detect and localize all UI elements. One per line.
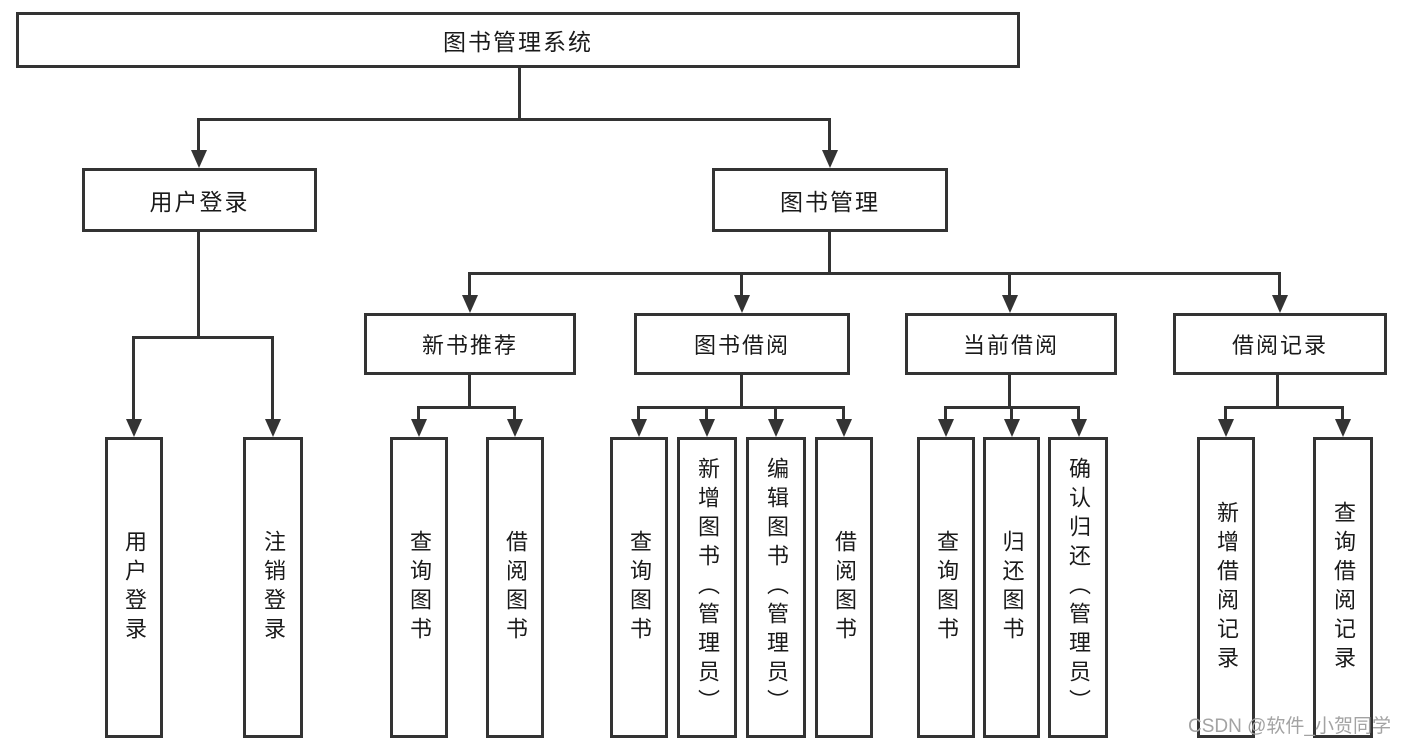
- connector-user-login-stem: [197, 232, 200, 336]
- leaf-borrow-books-recommend-label: 借阅图书: [503, 529, 528, 646]
- arrowhead-leaf-confirm-return-admin: [1071, 419, 1087, 437]
- node-new-book-recommend: 新书推荐: [364, 313, 576, 375]
- connector-borrow-records-stem: [1276, 375, 1279, 406]
- node-new-book-recommend-label: 新书推荐: [421, 333, 518, 358]
- arrowhead-leaf-logout: [265, 419, 281, 437]
- arrowhead-leaf-add-borrow-record: [1218, 419, 1234, 437]
- connector-to-new-book-recommend: [468, 272, 471, 296]
- leaf-return-books-label: 归还图书: [999, 529, 1025, 646]
- leaf-query-books-recommend-label: 查询图书: [407, 529, 432, 646]
- connector-to-leaf-borrow-books-borrowing: [842, 406, 845, 420]
- node-borrow-records: 借阅记录: [1173, 313, 1387, 375]
- connector-new-book-recommend-split: [417, 406, 516, 409]
- connector-to-leaf-query-books-current: [944, 406, 947, 420]
- leaf-confirm-return-admin: 确认归还（管理员）: [1048, 437, 1108, 738]
- connector-to-current-borrowing: [1008, 272, 1011, 296]
- connector-borrow-records-split: [1224, 406, 1344, 409]
- leaf-user-login: 用户登录: [105, 437, 163, 738]
- connector-to-leaf-user-login: [132, 336, 135, 420]
- leaf-query-books-borrowing: 查询图书: [610, 437, 668, 738]
- leaf-user-login-label: 用户登录: [122, 529, 147, 646]
- connector-to-leaf-query-borrow-record: [1341, 406, 1344, 420]
- node-library-system: 图书管理系统: [16, 12, 1020, 68]
- leaf-edit-book-admin: 编辑图书（管理员）: [746, 437, 806, 738]
- leaf-add-borrow-record-label: 新增借阅记录: [1214, 500, 1239, 675]
- connector-user-login-split: [132, 336, 274, 339]
- connector-new-book-recommend-stem: [468, 375, 471, 406]
- connector-to-leaf-add-book-admin: [705, 406, 708, 420]
- arrowhead-leaf-query-books-borrowing: [631, 419, 647, 437]
- connector-to-borrow-records: [1278, 272, 1281, 296]
- connector-root-stem: [518, 68, 521, 118]
- leaf-edit-book-admin-label: 编辑图书（管理员）: [764, 457, 789, 718]
- connector-book-management-stem: [828, 232, 831, 273]
- node-user-login: 用户登录: [82, 168, 317, 232]
- arrowhead-leaf-query-borrow-record: [1335, 419, 1351, 437]
- arrowhead-current-borrowing: [1002, 295, 1018, 313]
- arrowhead-user-login: [191, 150, 207, 168]
- leaf-borrow-books-borrowing: 借阅图书: [815, 437, 873, 738]
- leaf-return-books: 归还图书: [983, 437, 1040, 738]
- leaf-add-borrow-record: 新增借阅记录: [1197, 437, 1255, 738]
- arrowhead-borrow-records: [1272, 295, 1288, 313]
- node-book-borrowing-label: 图书借阅: [693, 333, 790, 358]
- leaf-query-borrow-record: 查询借阅记录: [1313, 437, 1373, 738]
- arrowhead-leaf-borrow-books-recommend: [507, 419, 523, 437]
- connector-level2-split: [197, 118, 831, 121]
- leaf-query-books-current-label: 查询图书: [934, 529, 959, 646]
- arrowhead-leaf-query-books-recommend: [411, 419, 427, 437]
- node-book-management: 图书管理: [712, 168, 948, 232]
- leaf-query-borrow-record-label: 查询借阅记录: [1331, 500, 1356, 675]
- node-book-management-label: 图书管理: [780, 189, 880, 215]
- arrowhead-book-management: [822, 150, 838, 168]
- connector-book-borrowing-stem: [740, 375, 743, 406]
- leaf-query-books-current: 查询图书: [917, 437, 975, 738]
- connector-to-leaf-return-books: [1010, 406, 1013, 420]
- connector-to-leaf-confirm-return-admin: [1077, 406, 1080, 420]
- connector-current-borrowing-stem: [1008, 375, 1011, 406]
- node-book-borrowing: 图书借阅: [634, 313, 850, 375]
- node-user-login-label: 用户登录: [149, 189, 250, 215]
- leaf-confirm-return-admin-label: 确认归还（管理员）: [1066, 457, 1091, 718]
- leaf-borrow-books-recommend: 借阅图书: [486, 437, 544, 738]
- connector-to-leaf-logout: [271, 336, 274, 420]
- leaf-query-books-borrowing-label: 查询图书: [627, 529, 652, 646]
- arrowhead-leaf-query-books-current: [938, 419, 954, 437]
- connector-to-book-management: [828, 118, 831, 152]
- csdn-watermark: CSDN @软件_小贺同学: [1188, 716, 1391, 737]
- leaf-logout: 注销登录: [243, 437, 303, 738]
- connector-to-book-borrowing: [740, 272, 743, 296]
- arrowhead-book-borrowing: [734, 295, 750, 313]
- leaf-logout-label: 注销登录: [261, 529, 286, 646]
- arrowhead-leaf-borrow-books-borrowing: [836, 419, 852, 437]
- node-current-borrowing-label: 当前借阅: [962, 333, 1059, 358]
- arrowhead-leaf-add-book-admin: [699, 419, 715, 437]
- leaf-borrow-books-borrowing-label: 借阅图书: [832, 529, 857, 646]
- connector-to-leaf-add-borrow-record: [1224, 406, 1227, 420]
- arrowhead-leaf-user-login: [126, 419, 142, 437]
- node-borrow-records-label: 借阅记录: [1231, 333, 1328, 358]
- node-current-borrowing: 当前借阅: [905, 313, 1117, 375]
- leaf-add-book-admin: 新增图书（管理员）: [677, 437, 737, 738]
- connector-level3-split: [468, 272, 1281, 275]
- arrowhead-new-book-recommend: [462, 295, 478, 313]
- leaf-query-books-recommend: 查询图书: [390, 437, 448, 738]
- arrowhead-leaf-edit-book-admin: [768, 419, 784, 437]
- node-library-system-label: 图书管理系统: [443, 29, 593, 55]
- arrowhead-leaf-return-books: [1004, 419, 1020, 437]
- connector-to-leaf-query-books-borrowing: [637, 406, 640, 420]
- connector-book-borrowing-split: [637, 406, 844, 409]
- connector-to-leaf-edit-book-admin: [774, 406, 777, 420]
- connector-to-leaf-borrow-books-recommend: [513, 406, 516, 420]
- leaf-add-book-admin-label: 新增图书（管理员）: [695, 457, 720, 718]
- connector-to-leaf-query-books-recommend: [417, 406, 420, 420]
- connector-to-user-login: [197, 118, 200, 152]
